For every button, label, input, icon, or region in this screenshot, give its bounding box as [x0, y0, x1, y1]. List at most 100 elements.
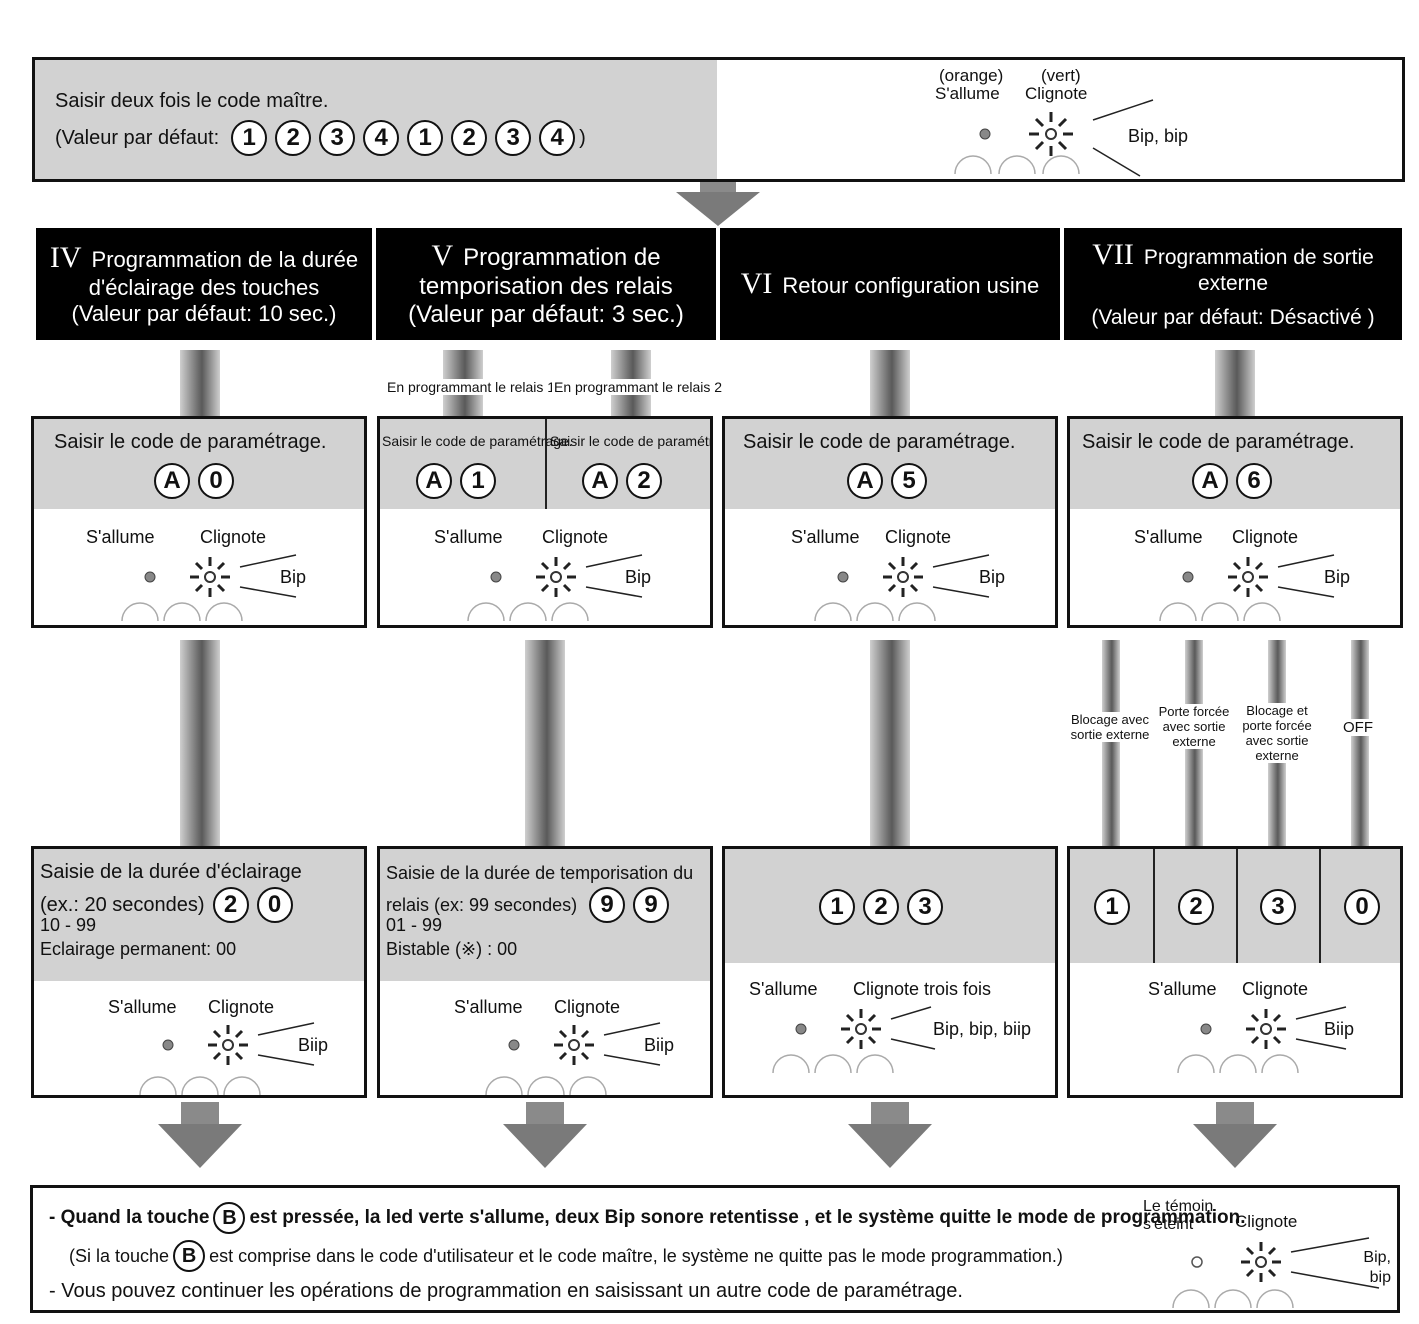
header-VII-title1: Programmation de sortie externe	[1143, 246, 1374, 295]
param-panel	[725, 419, 1055, 509]
exit-instructions-box: - Quand la touche B est pressée, la led …	[30, 1185, 1400, 1313]
header-V-default: (Valeur par défaut: 3 sec.)	[408, 301, 684, 328]
relay2-label: En programmant le relais 2	[552, 379, 725, 395]
default-code-prefix: (Valeur par défaut:	[55, 126, 220, 149]
entry-range: 10 - 99	[40, 915, 97, 935]
option-divider	[1153, 849, 1155, 963]
led-indicator-icon	[139, 1022, 315, 1095]
header-V-title2: temporisation des relais	[419, 273, 673, 300]
flow-arrow-stem	[181, 1102, 219, 1124]
header-VII-default: (Valeur par défaut: Désactivé )	[1091, 306, 1375, 329]
beep-label: Bip, bip	[1363, 1249, 1391, 1286]
key-3: 3	[1260, 889, 1296, 925]
flow-arrow	[158, 1124, 242, 1168]
led-indicator-icon	[1177, 1006, 1347, 1074]
led-indicator-icon	[485, 1022, 661, 1095]
key-B: B	[173, 1240, 206, 1272]
option-code-1: 1	[1090, 889, 1134, 925]
led-blink-label: Clignote	[200, 527, 267, 547]
led-blink-label: Clignote trois fois	[853, 979, 992, 999]
connector-bar	[1351, 640, 1369, 848]
param-instruction-relay2: Saisir le code de paramétrage.	[550, 433, 713, 449]
header-VI-title1: Retour configuration usine	[782, 273, 1040, 298]
connector-bar	[1102, 640, 1120, 848]
entry-title: Saisie de la durée de temporisation du	[386, 863, 694, 883]
key-A: A	[582, 463, 618, 499]
key-3: 3	[495, 120, 532, 156]
beep-label: Bip, bip, biip	[933, 1019, 1032, 1039]
option-code-2: 2	[1174, 889, 1218, 925]
green-label: (vert)	[1041, 66, 1081, 85]
option-divider	[1319, 849, 1321, 963]
led-blink-label: Clignote	[1235, 1212, 1298, 1231]
key-A: A	[416, 463, 452, 499]
param-divider	[545, 419, 547, 509]
branch-label-3: Blocage et porte forcée avec sortie exte…	[1234, 703, 1320, 763]
roman-VII: VII	[1092, 238, 1134, 271]
led-on-label: S'allume	[749, 979, 818, 999]
header-IV-title1: Programmation de la durée	[91, 247, 359, 272]
header-divider	[716, 228, 720, 340]
key-A: A	[1192, 463, 1228, 499]
green-state: Clignote	[1025, 84, 1088, 103]
exit-instruction-1: - Quand la touche B est pressée, la led …	[49, 1202, 1246, 1234]
flow-arrow-stem	[871, 1102, 909, 1124]
roman-V: V	[431, 239, 454, 272]
led-off-label: Le témoin s'éteint	[1143, 1198, 1214, 1233]
led-on-label: S'allume	[86, 527, 155, 547]
led-blink-label: Clignote	[554, 997, 621, 1017]
param-instruction: Saisir le code de paramétrage.	[54, 431, 327, 453]
branch-label-4: OFF	[1343, 719, 1373, 736]
entry-title: Saisie de la durée d'éclairage	[40, 861, 302, 883]
led-indicator-icon	[772, 1006, 936, 1074]
param-panel	[34, 419, 364, 509]
entry-box-V: Saisie de la durée de temporisation du r…	[377, 846, 713, 1098]
led-blink-label: Clignote	[1242, 979, 1309, 999]
key-6: 6	[1236, 463, 1272, 499]
exit-instruction-2: - Vous pouvez continuer les opérations d…	[49, 1280, 963, 1302]
key-1: 1	[460, 463, 496, 499]
key-3: 3	[319, 120, 356, 156]
orange-label: (orange)	[939, 66, 1004, 85]
exit-note: (Si la touche B est comprise dans le cod…	[69, 1240, 1063, 1272]
entry-range: 01 - 99	[386, 915, 443, 935]
header-divider	[372, 228, 376, 340]
header-V-title1: Programmation de	[463, 244, 661, 271]
key-9: 9	[633, 887, 670, 923]
key-A: A	[847, 463, 883, 499]
key-2: 2	[863, 889, 899, 925]
key-B: B	[213, 1202, 246, 1234]
option-code-3: 3	[1256, 889, 1300, 925]
flow-arrow-stem	[526, 1102, 564, 1124]
led-indicator-icon	[1159, 554, 1335, 622]
beep-label: Bip	[280, 567, 307, 587]
sound-label: Bip, bip	[1128, 126, 1189, 146]
param-instruction: Saisir le code de paramétrage.	[1082, 431, 1355, 453]
header-IV-title2: d'éclairage des touches	[88, 275, 320, 300]
flow-arrow	[848, 1124, 932, 1168]
led-blink-label: Clignote	[885, 527, 952, 547]
led-indicator-icon	[814, 554, 990, 622]
led-indicator-icon	[954, 99, 1154, 177]
master-code-box: Saisir deux fois le code maître. (Valeur…	[32, 57, 1405, 182]
led-on-label: S'allume	[108, 997, 177, 1017]
led-blink-label: Clignote	[1232, 527, 1299, 547]
entry-bistable: Bistable (※) : 00	[386, 939, 518, 959]
key-2: 2	[1178, 889, 1214, 925]
key-1: 1	[407, 120, 444, 156]
branch-label-1: Blocage avec sortie externe	[1068, 712, 1152, 742]
header-V-line1: V Programmation de	[431, 239, 660, 273]
flow-arrow-stem	[1216, 1102, 1254, 1124]
entry-panel	[34, 849, 364, 981]
beep-label: Bip	[979, 567, 1006, 587]
